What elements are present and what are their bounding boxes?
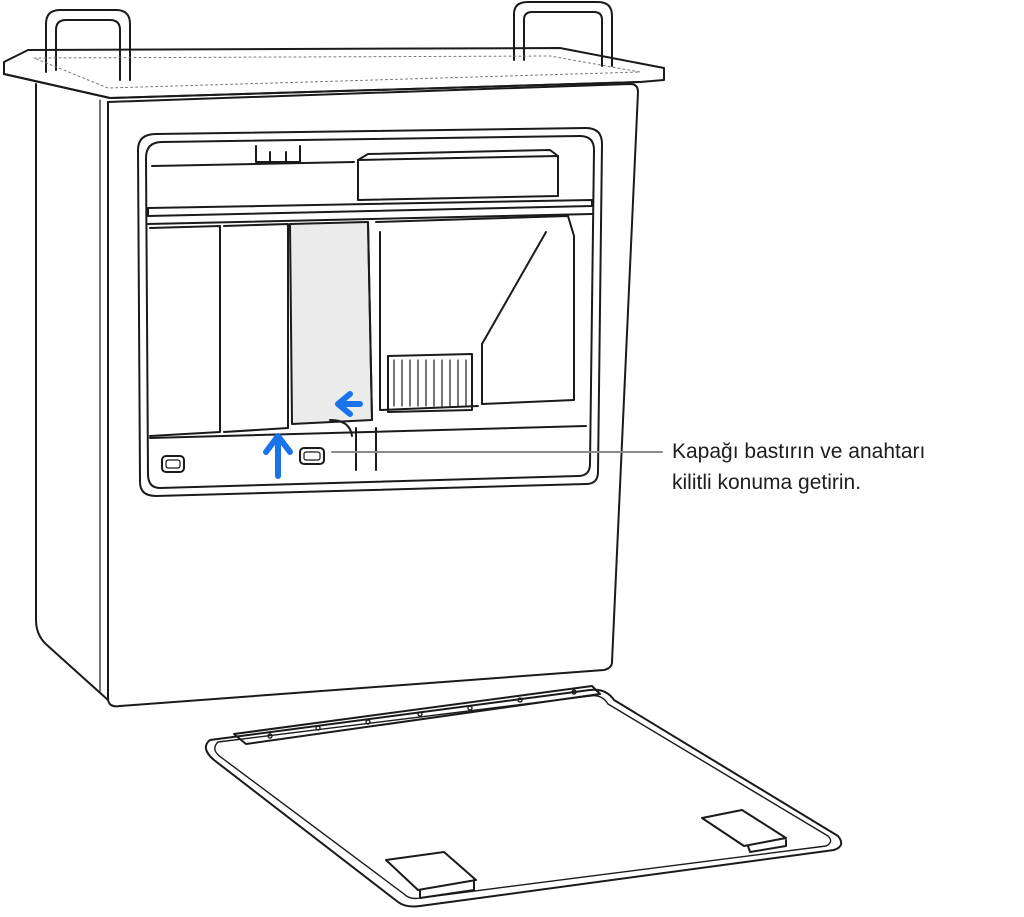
right-handle [513, 1, 613, 67]
lock-switch-inner [303, 451, 321, 461]
callout-line-1: Kapağı bastırın ve anahtarı [672, 440, 926, 463]
panel-foot-left-tab [419, 881, 475, 899]
power-module [357, 155, 559, 201]
blue-arrows [263, 391, 363, 479]
panel-foot-right-tab [747, 839, 787, 853]
lower-rail-2 [329, 419, 353, 437]
fan-vent-grille [393, 359, 467, 407]
internal-bay [137, 127, 603, 497]
module-card-highlighted-edge [367, 221, 373, 421]
right-chassis [375, 215, 575, 405]
housing-left-side [35, 83, 109, 701]
top-lid [3, 47, 665, 99]
lower-rail [149, 425, 587, 439]
callout-text: Kapağı bastırın ve anahtarı kilitli konu… [672, 436, 1017, 498]
side-panel-inner [214, 694, 832, 900]
panel-foot-right [701, 809, 787, 847]
upper-rail [151, 161, 355, 167]
hinge-screws [267, 689, 577, 739]
module-card-highlighted [289, 221, 373, 425]
right-chassis-inner [379, 231, 479, 411]
top-shelf-lower [147, 213, 593, 225]
module-card-1 [149, 225, 221, 437]
lock-switch-icon[interactable] [299, 447, 325, 465]
arrow-left-icon-head [335, 391, 353, 417]
top-shelf [147, 199, 593, 217]
lid-front-edge [3, 73, 641, 99]
bay-outer [137, 127, 603, 497]
handles [45, 1, 613, 81]
lid-grille [33, 55, 641, 89]
lock-switch-inner [165, 459, 181, 469]
callout-line-2: kilitli konuma getirin. [672, 471, 862, 494]
bay-inner [145, 135, 595, 489]
left-handle [45, 9, 131, 81]
side-panel-outer [204, 688, 843, 908]
top-connector [255, 145, 301, 163]
housing [35, 83, 639, 708]
side-panel [204, 685, 843, 908]
panel-foot-left [385, 851, 477, 891]
power-module-top [357, 149, 559, 161]
lock-switch-icon[interactable] [161, 455, 185, 473]
lower-divider [355, 427, 377, 471]
fan-vent [387, 353, 473, 413]
housing-front [107, 83, 639, 708]
panel-hinge-strip [233, 685, 601, 745]
module-card-2 [223, 223, 289, 433]
right-handle-inner [523, 11, 603, 67]
arrow-up-icon-head [263, 433, 293, 455]
left-handle-inner [55, 19, 121, 81]
